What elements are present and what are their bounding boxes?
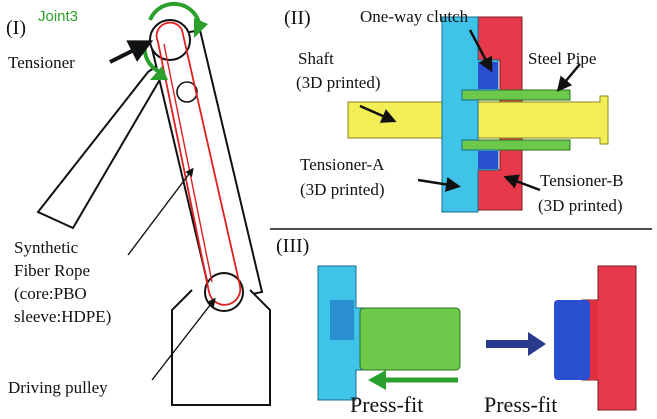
tensioner-a-leader (417, 177, 461, 192)
shaft-leader (359, 104, 397, 123)
panel-2-clutch-assembly (347, 16, 609, 213)
press-fit-label-right: Press-fit (484, 392, 557, 417)
rope-leader (127, 167, 194, 256)
panel-3-press-fit (317, 265, 637, 411)
rope-label-line2: Fiber Rope (14, 261, 90, 280)
press-fit-label-left: Press-fit (350, 392, 423, 417)
steel-pipe-label: Steel Pipe (528, 49, 596, 68)
rope-label-line4: sleeve:HDPE) (14, 307, 111, 326)
steel-pipe-lower (461, 139, 571, 151)
panel-2-label: (II) (284, 7, 311, 29)
tensioner-label: Tensioner (8, 53, 75, 72)
base-block (171, 289, 271, 406)
rope-label-line3: (core:PBO (14, 284, 87, 303)
rope-inner-line (163, 43, 213, 283)
idler-pulley (176, 81, 198, 103)
driving-pulley-label: Driving pulley (8, 378, 108, 397)
fiber-rope (155, 21, 242, 306)
pulley-leader (151, 297, 216, 381)
joint3-label: Joint3 (38, 8, 78, 25)
shaft-label-line2: (3D printed) (296, 73, 381, 92)
press-fit-cavity (330, 300, 354, 340)
tensioner-b-leader (503, 174, 541, 192)
panel-3-label: (III) (276, 235, 309, 257)
joint3-rotation-arrowhead-bottom (150, 66, 168, 80)
press-fit-arrow-green-head (368, 370, 386, 390)
clutch-leader (468, 29, 493, 73)
press-fit-steel-pipe (359, 307, 461, 371)
steel-pipe (461, 89, 571, 101)
panel-1-label: (I) (6, 17, 26, 39)
tensioner-arrow (109, 40, 154, 64)
press-fit-clutch (554, 300, 590, 380)
shaft-label-line1: Shaft (298, 49, 334, 68)
press-fit-arrow-blue-head (528, 332, 546, 356)
tensioner-b-label-line2: (3D printed) (538, 196, 623, 215)
main-arm (148, 28, 264, 304)
pipe-leader (556, 63, 581, 92)
tensioner-b-label-line1: Tensioner-B (540, 171, 623, 190)
joint3-rotation-arrowhead-top (194, 18, 208, 38)
joint3-rotation-arrow-top (148, 1, 202, 29)
tensioner-a-label-line1: Tensioner-A (300, 155, 385, 174)
rope-label-line1: Synthetic (14, 238, 79, 257)
tensioner-a-label-line2: (3D printed) (300, 180, 385, 199)
panel-1-arm-drawing (36, 1, 271, 406)
one-way-clutch-label: One-way clutch (360, 7, 469, 26)
one-way-clutch-bottom (478, 151, 498, 169)
